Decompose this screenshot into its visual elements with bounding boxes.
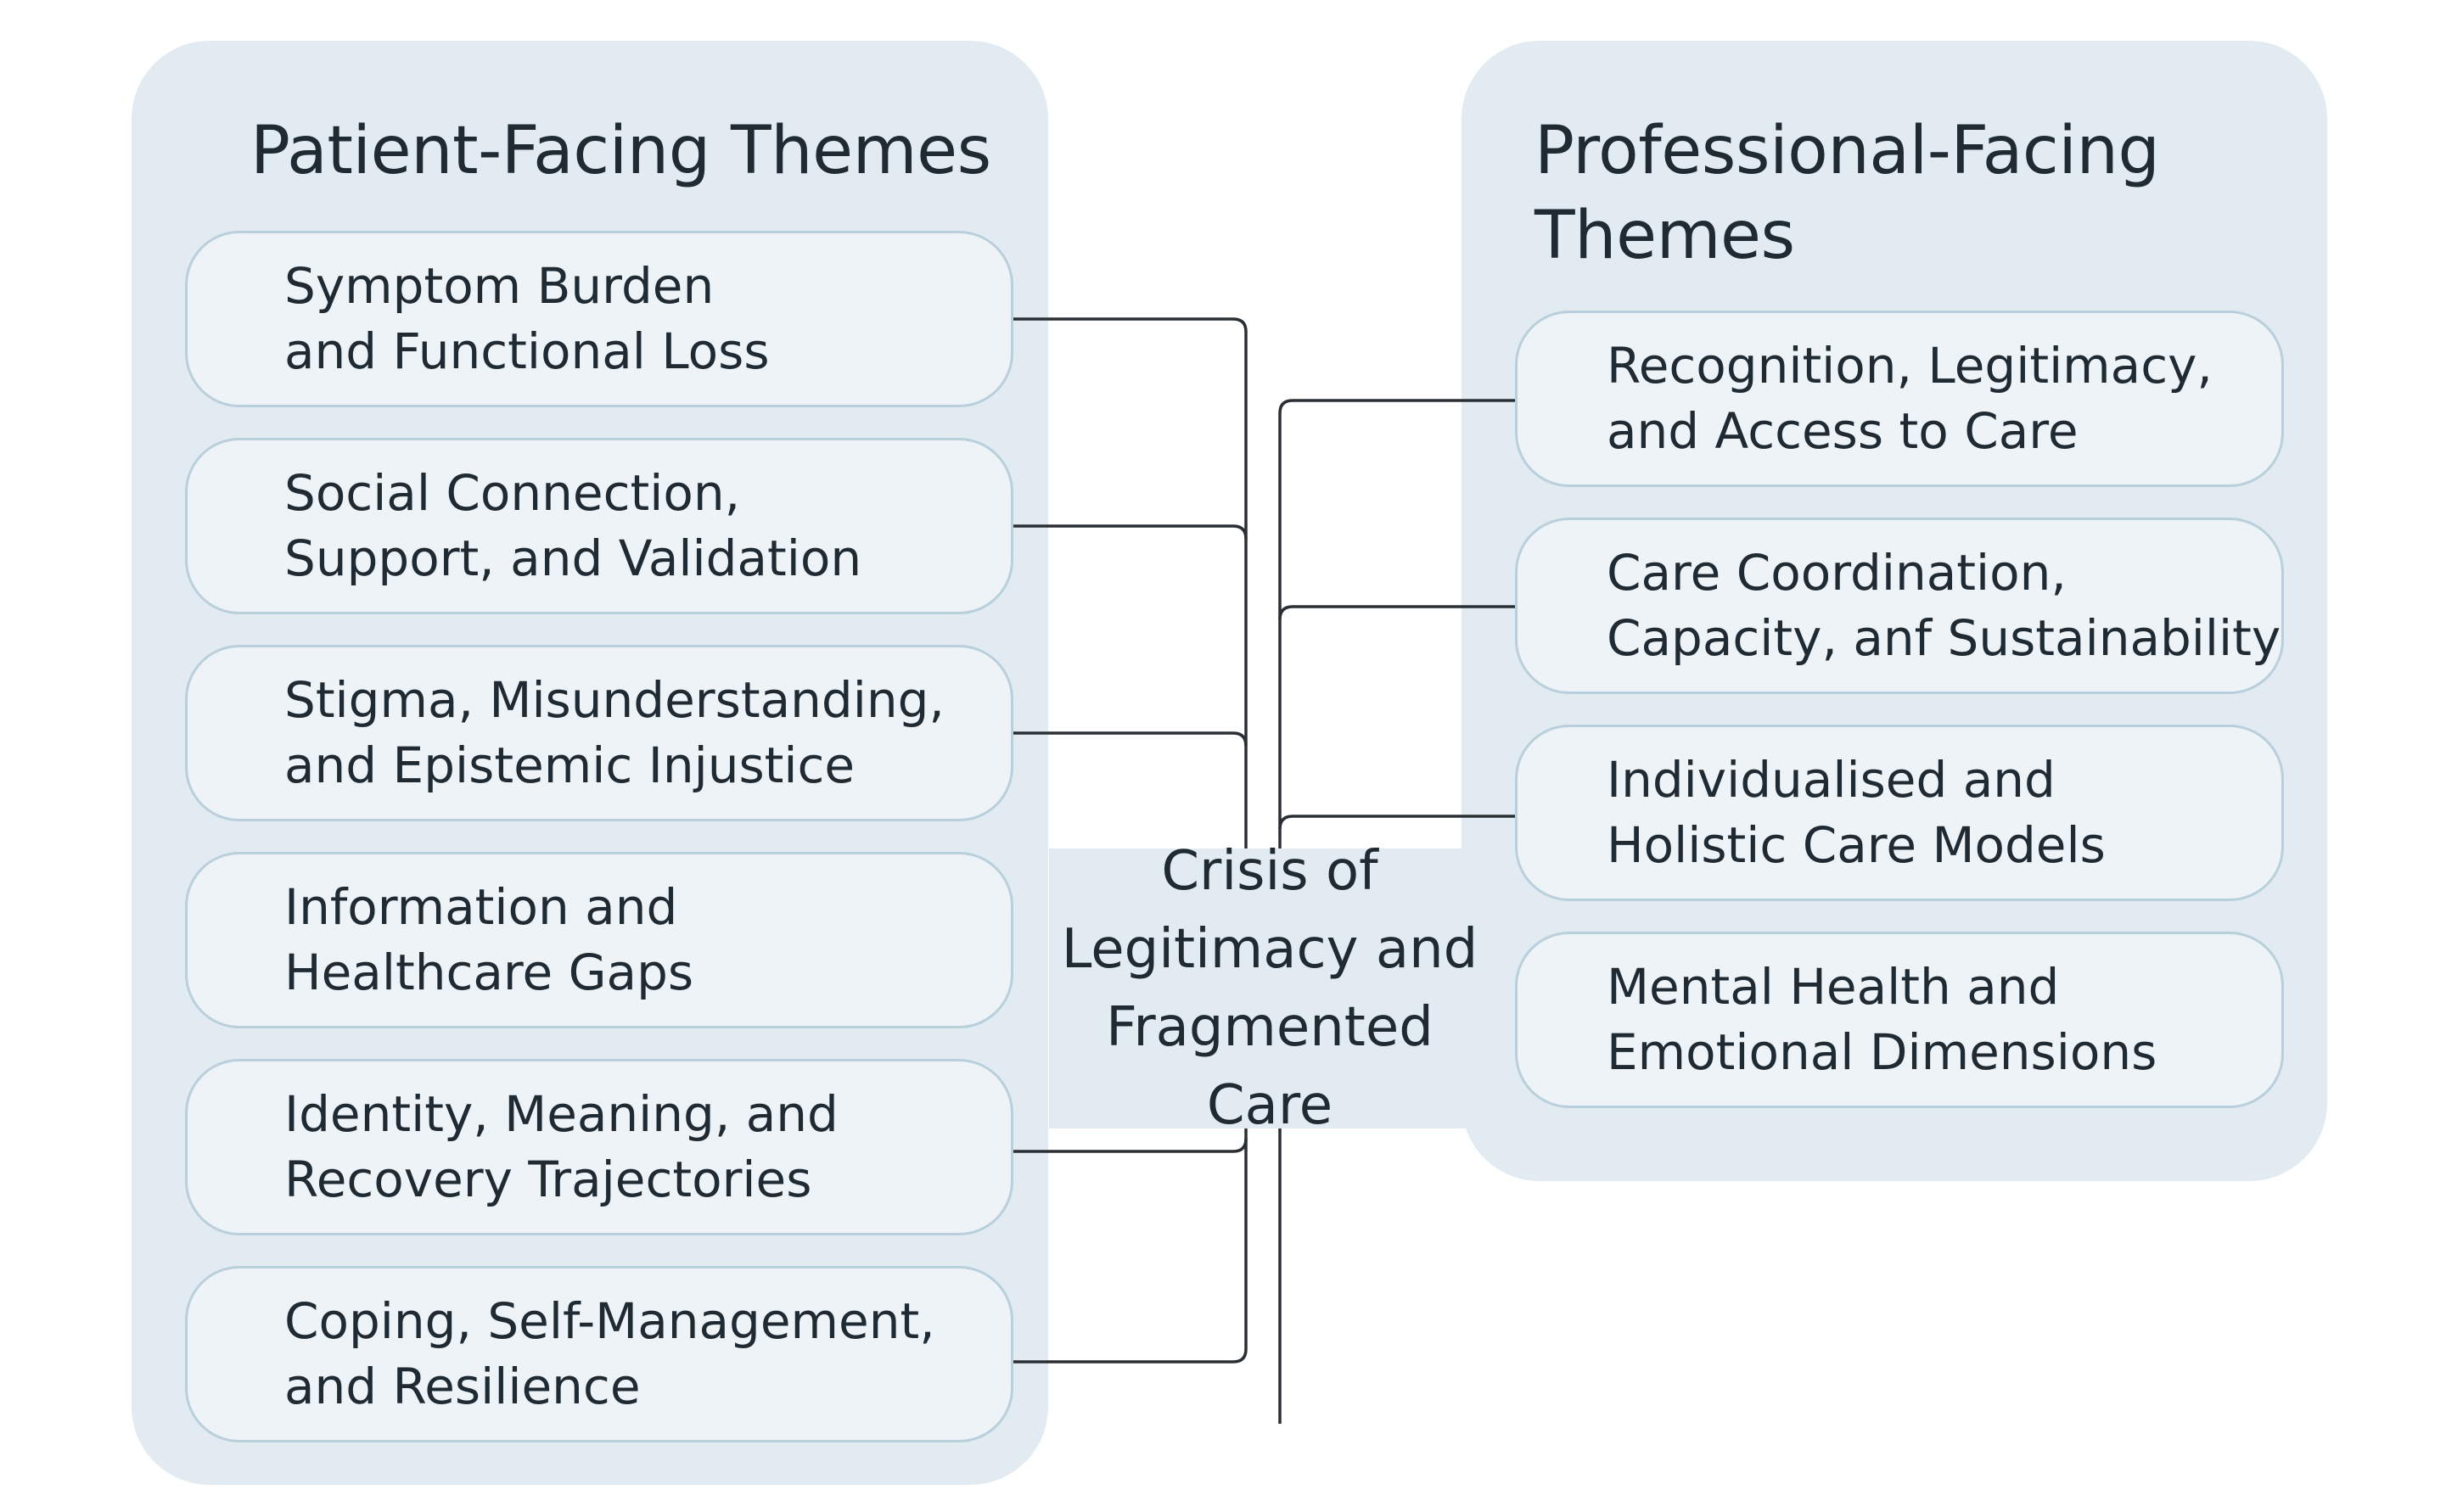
theme-box-holistic-care: Individualised and Holistic Care Models <box>1515 725 2284 901</box>
theme-box-symptom-burden: Symptom Burden and Functional Loss <box>185 231 1013 407</box>
theme-label: Information and Healthcare Gaps <box>284 878 694 1001</box>
connector-professional-3 <box>1278 815 1515 830</box>
connector-patient-2 <box>1013 524 1248 540</box>
patient-panel-title: Patient-Facing Themes <box>250 113 991 189</box>
theme-box-care-coordination: Care Coordination, Capacity, anf Sustain… <box>1515 518 2284 694</box>
theme-label: Care Coordination, Capacity, anf Sustain… <box>1607 544 2281 667</box>
theme-label: Recognition, Legitimacy, and Access to C… <box>1607 337 2213 460</box>
connector-patient-1 <box>1013 317 1248 1364</box>
central-theme-box: Crisis of Legitimacy and Fragmented Care <box>1049 840 1490 1137</box>
theme-label: Identity, Meaning, and Recovery Trajecto… <box>284 1085 839 1208</box>
theme-box-social-connection: Social Connection, Support, and Validati… <box>185 438 1013 614</box>
theme-box-identity-meaning: Identity, Meaning, and Recovery Trajecto… <box>185 1059 1013 1235</box>
theme-box-mental-health: Mental Health and Emotional Dimensions <box>1515 932 2284 1108</box>
theme-label: Stigma, Misunderstanding, and Epistemic … <box>284 671 945 794</box>
connector-professional-1 <box>1278 399 1515 1424</box>
connector-professional-2 <box>1278 605 1515 620</box>
theme-label: Symptom Burden and Functional Loss <box>284 257 770 380</box>
central-theme-label: Crisis of Legitimacy and Fragmented Care <box>1061 840 1478 1137</box>
theme-label: Social Connection, Support, and Validati… <box>284 464 862 587</box>
professional-panel-title: Professional-Facing Themes <box>1534 113 2160 274</box>
theme-label: Coping, Self-Management, and Resilience <box>284 1292 935 1415</box>
theme-label: Mental Health and Emotional Dimensions <box>1607 958 2157 1081</box>
theme-box-coping: Coping, Self-Management, and Resilience <box>185 1266 1013 1442</box>
theme-label: Individualised and Holistic Care Models <box>1607 751 2106 874</box>
connector-patient-5 <box>1013 1138 1248 1153</box>
theme-box-information-gaps: Information and Healthcare Gaps <box>185 852 1013 1028</box>
connector-patient-3 <box>1013 731 1248 747</box>
theme-box-stigma: Stigma, Misunderstanding, and Epistemic … <box>185 645 1013 821</box>
theme-box-recognition: Recognition, Legitimacy, and Access to C… <box>1515 311 2284 487</box>
